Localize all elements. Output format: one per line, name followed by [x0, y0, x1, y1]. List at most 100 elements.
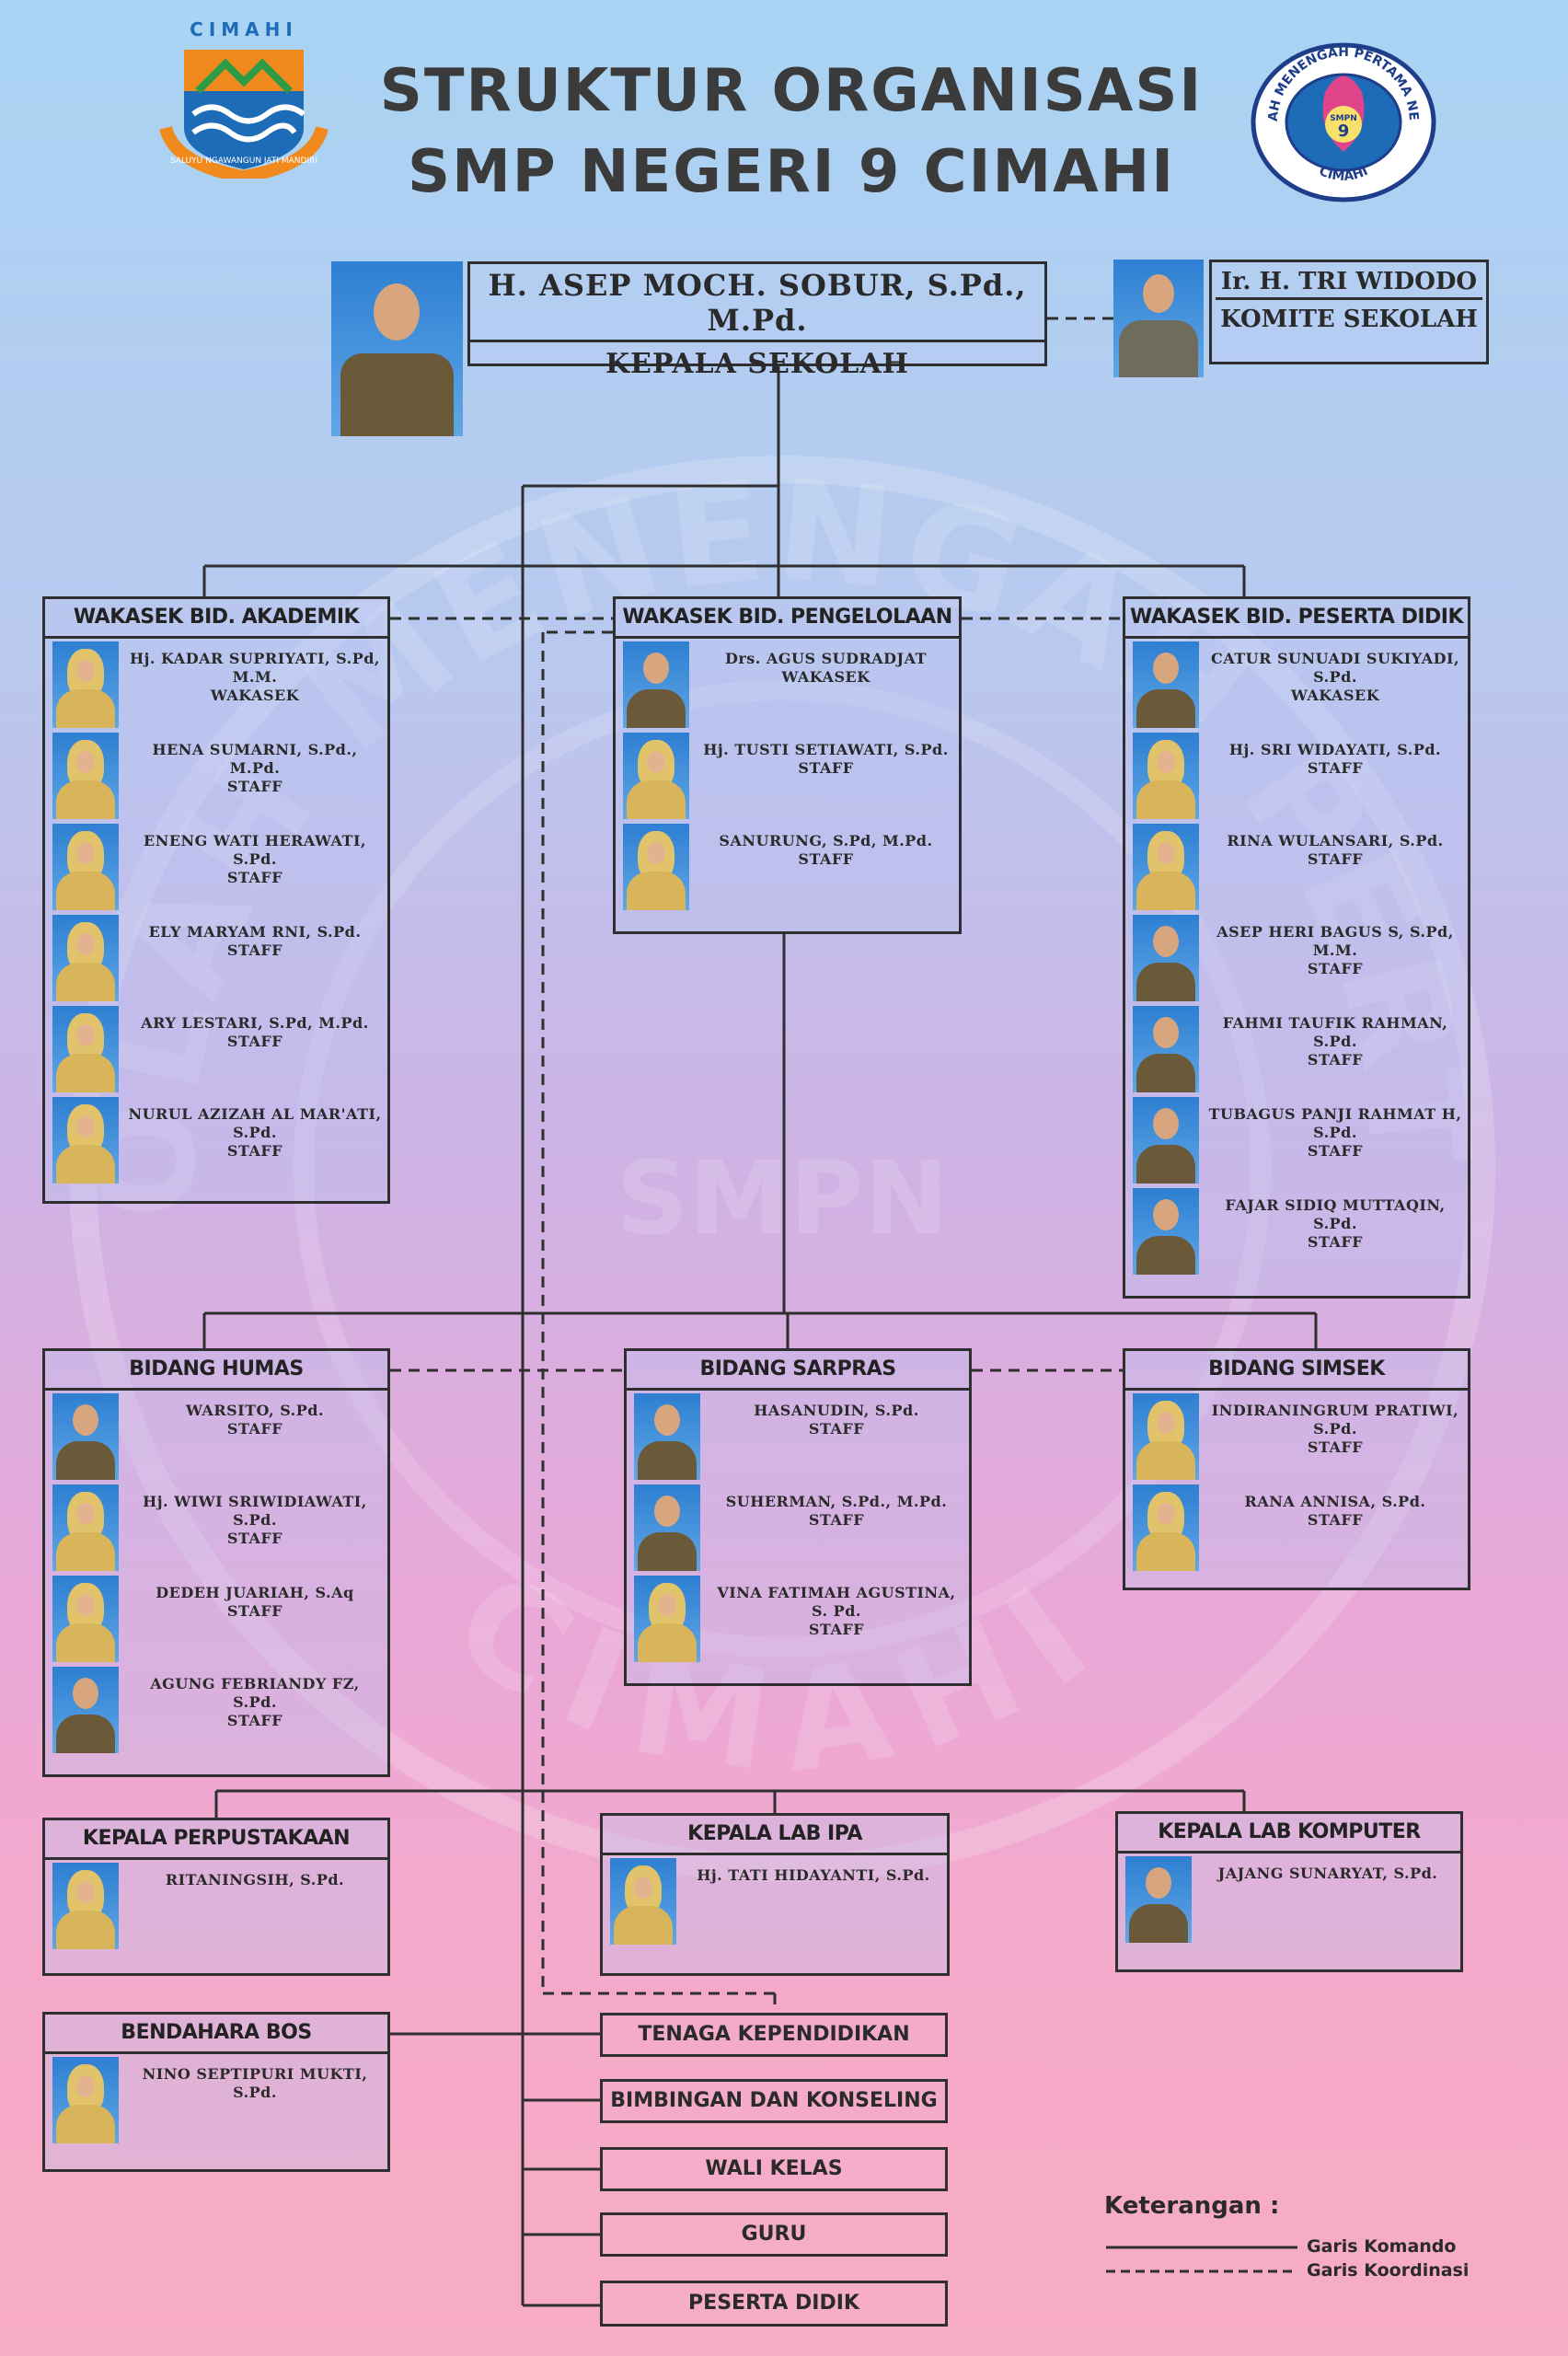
member-name: AGUNG FEBRIANDY FZ, S.Pd.	[150, 1675, 360, 1711]
member-name: HASANUDIN, S.Pd.	[754, 1402, 919, 1419]
member-name: RINA WULANSARI, S.Pd.	[1227, 832, 1444, 849]
member-row: ELY MARYAM RNI, S.Pd.STAFF	[45, 912, 387, 1003]
kepala-lab-komputer-title: KEPALA LAB KOMPUTER	[1118, 1814, 1460, 1854]
cimahi-logo-top-text: CIMAHI	[190, 18, 298, 40]
member-text: ASEP HERI BAGUS S, S.Pd, M.M.STAFF	[1208, 923, 1462, 978]
member-text: ELY MARYAM RNI, S.Pd.STAFF	[128, 923, 382, 960]
principal-box: H. ASEP MOCH. SOBUR, S.Pd., M.Pd. KEPALA…	[467, 261, 1047, 380]
member-role: STAFF	[226, 1420, 283, 1438]
member-role: STAFF	[226, 1530, 283, 1547]
bidang-humas-title: BIDANG HUMAS	[45, 1351, 387, 1391]
bendahara-bos-title: BENDAHARA BOS	[45, 2015, 387, 2054]
member-row: JAJANG SUNARYAT, S.Pd.	[1118, 1854, 1460, 1945]
unit-wali-kelas: WALI KELAS	[600, 2147, 948, 2191]
principal-name: H. ASEP MOCH. SOBUR, S.Pd., M.Pd.	[470, 264, 1044, 342]
kepala-lab-ipa-title: KEPALA LAB IPA	[603, 1816, 947, 1855]
bidang-sarpras-box: BIDANG SARPRAS HASANUDIN, S.Pd. STAFF SUHER…	[624, 1348, 972, 1686]
member-photo	[52, 915, 119, 1001]
legend-solid-label: Garis Komando	[1307, 2236, 1457, 2257]
member-name: RANA ANNISA, S.Pd.	[1244, 1493, 1426, 1510]
member-row: HENA SUMARNI, S.Pd., M.Pd.STAFF	[45, 730, 387, 821]
member-text: Hj. KADAR SUPRIYATI, S.Pd, M.M.WAKASEK	[128, 650, 382, 705]
member-name: Hj. TUSTI SETIAWATI, S.Pd.	[703, 741, 949, 758]
member-name: ASEP HERI BAGUS S, S.Pd, M.M.	[1216, 923, 1454, 959]
kepala-lab-ipa-box: KEPALA LAB IPA Hj. TATI HIDAYANTI, S.Pd.	[600, 1813, 950, 1976]
member-photo	[1133, 1188, 1199, 1275]
member-role: WAKASEK	[1290, 687, 1380, 704]
member-text: WARSITO, S.Pd.STAFF	[128, 1402, 382, 1438]
member-photo	[1133, 1097, 1199, 1184]
member-name: Hj. TATI HIDAYANTI, S.Pd.	[697, 1866, 930, 1884]
member-photo	[610, 1858, 676, 1945]
member-name: DEDEH JUARIAH, S.Aq	[156, 1584, 354, 1601]
member-row: INDIRANINGRUM PRATIWI, S.Pd.STAFF	[1125, 1391, 1468, 1482]
member-photo	[52, 1393, 119, 1480]
kepala-perpustakaan-title: KEPALA PERPUSTAKAAN	[45, 1820, 387, 1860]
member-photo	[1133, 1484, 1199, 1571]
member-name: Drs. AGUS SUDRADJAT	[724, 650, 928, 667]
member-name: ELY MARYAM RNI, S.Pd.	[148, 923, 362, 941]
watermark-center-text: SMPN	[616, 1139, 948, 1257]
legend-dashed-label: Garis Koordinasi	[1307, 2260, 1470, 2281]
member-text: SUHERMAN, S.Pd., M.Pd.STAFF	[709, 1493, 963, 1530]
member-text: AGUNG FEBRIANDY FZ, S.Pd.STAFF	[128, 1675, 382, 1730]
member-row: FAJAR SIDIQ MUTTAQIN, S.Pd.STAFF	[1125, 1185, 1468, 1276]
kepala-perpustakaan-box: KEPALA PERPUSTAKAAN RITANINGSIH, S.Pd.	[42, 1818, 390, 1976]
committee-box: Ir. H. TRI WIDODO KOMITE SEKOLAH	[1209, 260, 1489, 364]
member-name: SUHERMAN, S.Pd., M.Pd.	[725, 1493, 948, 1510]
principal-role: KEPALA SEKOLAH	[605, 348, 910, 380]
member-name: WARSITO, S.Pd.	[185, 1402, 325, 1419]
member-text: FAHMI TAUFIK RAHMAN, S.Pd.STAFF	[1208, 1014, 1462, 1069]
committee-photo	[1113, 260, 1204, 377]
unit-peserta-didik: PESERTA DIDIK	[600, 2281, 948, 2327]
member-photo	[52, 2057, 119, 2143]
member-name: ENENG WATI HERAWATI, S.Pd.	[144, 832, 366, 868]
member-photo	[634, 1576, 700, 1662]
member-row: TUBAGUS PANJI RAHMAT H, S.Pd.STAFF	[1125, 1094, 1468, 1185]
member-role: STAFF	[1307, 1233, 1364, 1251]
wakasek-pengelolaan-title: WAKASEK BID. PENGELOLAAN	[616, 599, 959, 639]
member-name: JAJANG SUNARYAT, S.Pd.	[1217, 1865, 1438, 1882]
member-role: STAFF	[226, 1712, 283, 1729]
member-text: Hj. TATI HIDAYANTI, S.Pd.	[686, 1866, 941, 1885]
member-row: RINA WULANSARI, S.Pd.STAFF	[1125, 821, 1468, 912]
bidang-sarpras-title: BIDANG SARPRAS	[627, 1351, 969, 1391]
member-photo	[52, 1097, 119, 1184]
title-line-2: SMP NEGERI 9 CIMAHI	[407, 138, 1176, 206]
committee-role: KOMITE SEKOLAH	[1220, 306, 1478, 333]
member-photo	[634, 1393, 700, 1480]
member-photo	[1133, 915, 1199, 1001]
member-text: ARY LESTARI, S.Pd, M.Pd.STAFF	[128, 1014, 382, 1051]
member-photo	[623, 733, 689, 819]
member-text: RANA ANNISA, S.Pd.STAFF	[1208, 1493, 1462, 1530]
member-name: RITANINGSIH, S.Pd.	[165, 1871, 345, 1888]
wakasek-akademik-title: WAKASEK BID. AKADEMIK	[45, 599, 387, 639]
member-photo	[1133, 641, 1199, 728]
member-role: STAFF	[226, 1142, 283, 1160]
member-text: Hj. WIWI SRIWIDIAWATI, S.Pd.STAFF	[128, 1493, 382, 1548]
member-text: Hj. SRI WIDAYATI, S.Pd.STAFF	[1208, 741, 1462, 778]
member-name: SANURUNG, S.Pd, M.Pd.	[719, 832, 933, 849]
member-role: STAFF	[808, 1621, 865, 1638]
member-text: INDIRANINGRUM PRATIWI, S.Pd.STAFF	[1208, 1402, 1462, 1457]
member-text: Hj. TUSTI SETIAWATI, S.Pd.STAFF	[698, 741, 953, 778]
kepala-lab-komputer-box: KEPALA LAB KOMPUTER JAJANG SUNARYAT, S.Pd…	[1115, 1811, 1463, 1972]
committee-name: Ir. H. TRI WIDODO	[1216, 262, 1482, 300]
member-role: STAFF	[226, 941, 283, 959]
member-photo	[52, 1484, 119, 1571]
member-row: ARY LESTARI, S.Pd, M.Pd.STAFF	[45, 1003, 387, 1094]
member-photo	[1133, 1393, 1199, 1480]
member-text: SANURUNG, S.Pd, M.Pd.STAFF	[698, 832, 953, 869]
school-emblem-icon: SEKOLAH MENENGAH PERTAMA NEGERI 9 CIMAHI…	[1250, 41, 1436, 202]
wakasek-peserta-didik-title: WAKASEK BID. PESERTA DIDIK	[1125, 599, 1468, 639]
legend-title: Keterangan :	[1104, 2192, 1280, 2220]
member-row: FAHMI TAUFIK RAHMAN, S.Pd.STAFF	[1125, 1003, 1468, 1094]
member-text: RINA WULANSARI, S.Pd.STAFF	[1208, 832, 1462, 869]
member-name: ARY LESTARI, S.Pd, M.Pd.	[141, 1014, 369, 1032]
